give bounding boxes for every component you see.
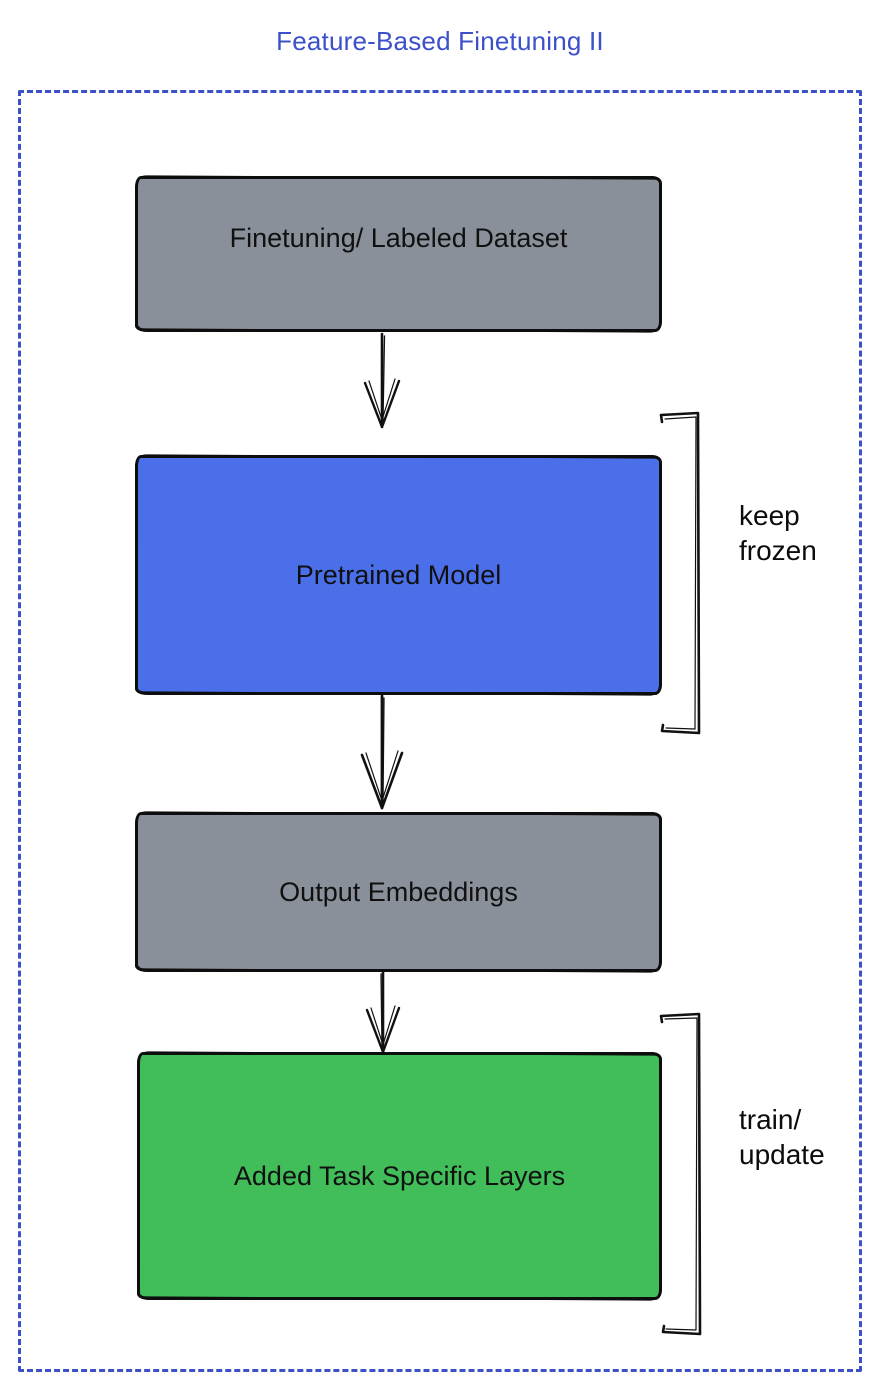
box-pretrained-model-label: Pretrained Model [295,559,502,590]
diagram-title: Feature-Based Finetuning II [276,26,604,56]
box-output-embeddings: Output Embeddings [135,812,662,972]
keep-frozen-bracket-icon [659,411,701,735]
dotted-border-frame [18,90,862,1372]
down-arrow-icon [365,970,401,1054]
box-finetuning-labeled-dataset: Finetuning/ Labeled Dataset [135,176,662,332]
box-output-embeddings-label: Output Embeddings [279,876,518,907]
box-pretrained-model: Pretrained Model [135,455,662,695]
box-added-task-specific-layers-label: Added Task Specific Layers [233,1160,566,1191]
train-update-label: train/ update [739,1104,825,1170]
box-added-task-specific-layers: Added Task Specific Layers [137,1052,662,1300]
keep-frozen-label: keep frozen [739,500,817,566]
down-arrow-icon [363,332,401,429]
train-update-bracket-icon [659,1012,702,1336]
down-arrow-icon [360,694,404,810]
box-finetuning-labeled-dataset-label: Finetuning/ Labeled Dataset [229,222,568,253]
